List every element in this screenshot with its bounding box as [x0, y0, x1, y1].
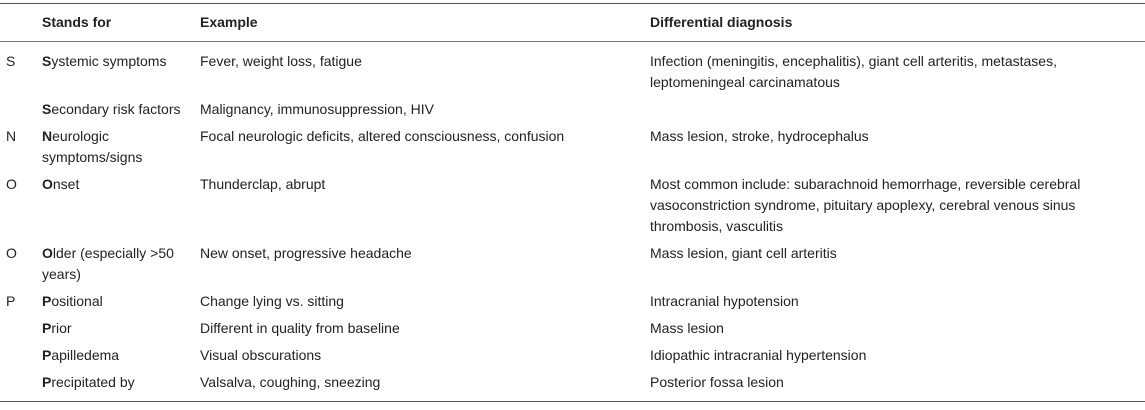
- table-row: O Older (especially >50 years) New onset…: [0, 243, 1145, 291]
- row-example: Valsalva, coughing, sneezing: [200, 374, 381, 390]
- row-example: Thunderclap, abrupt: [200, 176, 326, 192]
- row-stands-rest: econdary risk factors: [51, 101, 181, 117]
- row-initial: P: [42, 320, 52, 336]
- row-letter: O: [6, 245, 17, 261]
- header-example: Example: [200, 14, 258, 30]
- row-differential: Posterior fossa lesion: [650, 374, 784, 390]
- row-stands-for: Older (especially >50 years): [36, 243, 194, 291]
- table-row: Prior Different in quality from baseline…: [0, 318, 1145, 345]
- row-initial: P: [42, 293, 52, 309]
- header-differential-diagnosis: Differential diagnosis: [650, 14, 793, 30]
- table-row: Papilledema Visual obscurations Idiopath…: [0, 345, 1145, 372]
- row-differential: Intracranial hypotension: [650, 293, 799, 309]
- table-row: N Neurologic symptoms/signs Focal neurol…: [0, 126, 1145, 174]
- row-differential: Idiopathic intracranial hypertension: [650, 347, 867, 363]
- snoop-red-flags-table: Stands for Example Differential diagnosi…: [0, 3, 1145, 402]
- row-initial: S: [42, 101, 52, 117]
- row-letter: P: [6, 293, 16, 309]
- row-example: Different in quality from baseline: [200, 320, 400, 336]
- row-example: Change lying vs. sitting: [200, 293, 344, 309]
- row-stands-rest: apilledema: [51, 347, 120, 363]
- row-stands-for: Neurologic symptoms/signs: [36, 126, 194, 174]
- row-letter: [0, 318, 36, 345]
- row-differential: Mass lesion, giant cell arteritis: [650, 245, 837, 261]
- row-initial: P: [42, 374, 52, 390]
- table-header: Stands for Example Differential diagnosi…: [0, 3, 1145, 42]
- row-example: New onset, progressive headache: [200, 245, 412, 261]
- row-example: Focal neurologic deficits, altered consc…: [200, 128, 565, 144]
- row-stands-for: Secondary risk factors: [36, 99, 194, 126]
- row-differential: Mass lesion, stroke, hydrocephalus: [650, 128, 869, 144]
- row-letter: O: [6, 176, 17, 192]
- row-initial: P: [42, 347, 52, 363]
- row-initial: N: [42, 128, 53, 144]
- table-row: Secondary risk factors Malignancy, immun…: [0, 99, 1145, 126]
- row-letter: S: [6, 53, 16, 69]
- row-differential: Most common include: subarachnoid hemorr…: [650, 176, 1081, 234]
- row-stands-for: Onset: [36, 174, 194, 243]
- row-letter: [0, 99, 36, 126]
- row-stands-rest: nset: [52, 176, 80, 192]
- row-stands-for: Systemic symptoms: [36, 42, 194, 100]
- row-stands-rest: ositional: [51, 293, 103, 309]
- row-stands-for: Papilledema: [36, 345, 194, 372]
- row-differential: Mass lesion: [650, 320, 724, 336]
- row-stands-rest: rior: [51, 320, 72, 336]
- row-differential: Infection (meningitis, encephalitis), gi…: [650, 53, 1057, 90]
- row-example: Visual obscurations: [200, 347, 322, 363]
- table-row: Precipitated by Valsalva, coughing, snee…: [0, 372, 1145, 402]
- row-initial: O: [42, 245, 53, 261]
- table-row: S Systemic symptoms Fever, weight loss, …: [0, 42, 1145, 100]
- row-stands-rest: lder (especially >50 years): [42, 245, 174, 282]
- header-letter: [0, 4, 36, 42]
- row-stands-for: Prior: [36, 318, 194, 345]
- row-initial: S: [42, 53, 52, 69]
- row-stands-for: Precipitated by: [36, 372, 194, 402]
- row-stands-rest: ystemic symptoms: [51, 53, 167, 69]
- table-row: P Positional Change lying vs. sitting In…: [0, 291, 1145, 318]
- row-letter: [0, 372, 36, 402]
- table-body: S Systemic symptoms Fever, weight loss, …: [0, 42, 1145, 402]
- row-example: Malignancy, immunosuppression, HIV: [200, 101, 434, 117]
- row-stands-rest: eurologic symptoms/signs: [42, 128, 143, 165]
- header-row: Stands for Example Differential diagnosi…: [0, 3, 1145, 42]
- row-example: Fever, weight loss, fatigue: [200, 53, 362, 69]
- row-initial: O: [42, 176, 53, 192]
- row-stands-for: Positional: [36, 291, 194, 318]
- table-row: O Onset Thunderclap, abrupt Most common …: [0, 174, 1145, 243]
- header-stands-for: Stands for: [42, 14, 112, 30]
- row-differential: [644, 99, 1145, 126]
- row-letter: N: [6, 128, 17, 144]
- row-letter: [0, 345, 36, 372]
- row-stands-rest: recipitated by: [51, 374, 135, 390]
